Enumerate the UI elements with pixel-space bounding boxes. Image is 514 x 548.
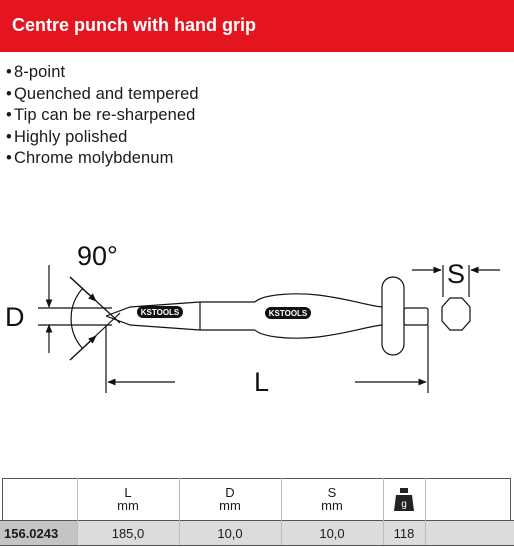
brand-logo: KSTOOLS xyxy=(265,307,311,319)
product-title: Centre punch with hand grip xyxy=(12,15,256,35)
weight-icon: g xyxy=(394,488,414,511)
angle-label: 90° xyxy=(77,241,118,271)
cell-d: 10,0 xyxy=(178,520,281,546)
s-label: S xyxy=(447,259,465,289)
cell-l: 185,0 xyxy=(76,520,179,546)
title-bar: Centre punch with hand grip xyxy=(0,0,514,52)
feature-item: •Quenched and tempered xyxy=(6,84,199,103)
brand-logo: KSTOOLS xyxy=(137,306,183,318)
technical-drawing: KSTOOLS KSTOOLS 90° D S L xyxy=(5,241,500,397)
article-header xyxy=(0,478,77,521)
svg-text:g: g xyxy=(401,499,407,510)
feature-item: •Highly polished xyxy=(6,127,128,146)
header-weight: g xyxy=(382,478,425,521)
cell-weight: 118 xyxy=(382,520,425,546)
article-number: 156.0243 xyxy=(0,520,77,546)
feature-item: •8-point xyxy=(6,63,66,81)
feature-item: •Chrome molybdenum xyxy=(6,149,174,167)
feature-item: •Tip can be re-sharpened xyxy=(6,106,196,124)
header-empty xyxy=(424,478,514,521)
svg-text:KSTOOLS: KSTOOLS xyxy=(141,308,180,317)
l-label: L xyxy=(254,367,269,397)
cell-empty xyxy=(424,520,514,546)
d-label: D xyxy=(5,302,25,332)
feature-list: •8-point •Quenched and tempered •Tip can… xyxy=(6,62,199,170)
cell-s: 10,0 xyxy=(280,520,383,546)
table-row: 156.0243 185,0 10,0 10,0 118 xyxy=(0,520,514,546)
svg-text:KSTOOLS: KSTOOLS xyxy=(269,309,308,318)
